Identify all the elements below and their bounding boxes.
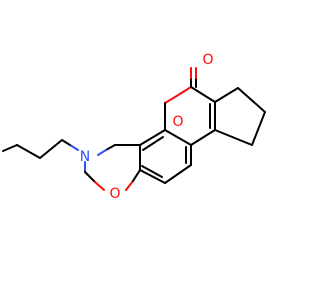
bond (2, 144, 18, 152)
bond (190, 86, 216, 103)
bond (251, 111, 266, 146)
oxazine-ring (84, 144, 141, 191)
bond (214, 87, 239, 103)
bond (132, 169, 141, 182)
bond (190, 129, 216, 146)
bond (237, 87, 266, 113)
bond (61, 139, 71, 146)
bond (16, 144, 41, 159)
lactone-ring (164, 86, 216, 146)
bond (174, 86, 192, 98)
bond (164, 164, 192, 184)
atom-label-lactone-oxygen: O (172, 114, 183, 130)
benzene-ring (139, 129, 192, 184)
atom-label-ring-oxygen: O (109, 186, 120, 202)
bond (125, 180, 134, 191)
bond (142, 136, 164, 151)
butyl-chain (2, 139, 79, 159)
bond (69, 144, 79, 151)
bond (94, 181, 105, 191)
bond (105, 144, 116, 151)
cyclopentane-ring (214, 87, 266, 146)
bond (139, 169, 166, 184)
carbonyl-group (190, 67, 197, 88)
bond (141, 165, 163, 178)
atom-label-amine-nitrogen: N (80, 149, 90, 165)
atom-label-carbonyl-oxygen: O (202, 52, 213, 68)
bond (139, 129, 166, 146)
bond (39, 139, 63, 159)
bond (164, 96, 176, 104)
bond (164, 129, 192, 146)
bond (214, 129, 253, 146)
bond (97, 149, 107, 156)
bond (84, 171, 96, 183)
molecule-structure: O O N O (2, 52, 266, 202)
